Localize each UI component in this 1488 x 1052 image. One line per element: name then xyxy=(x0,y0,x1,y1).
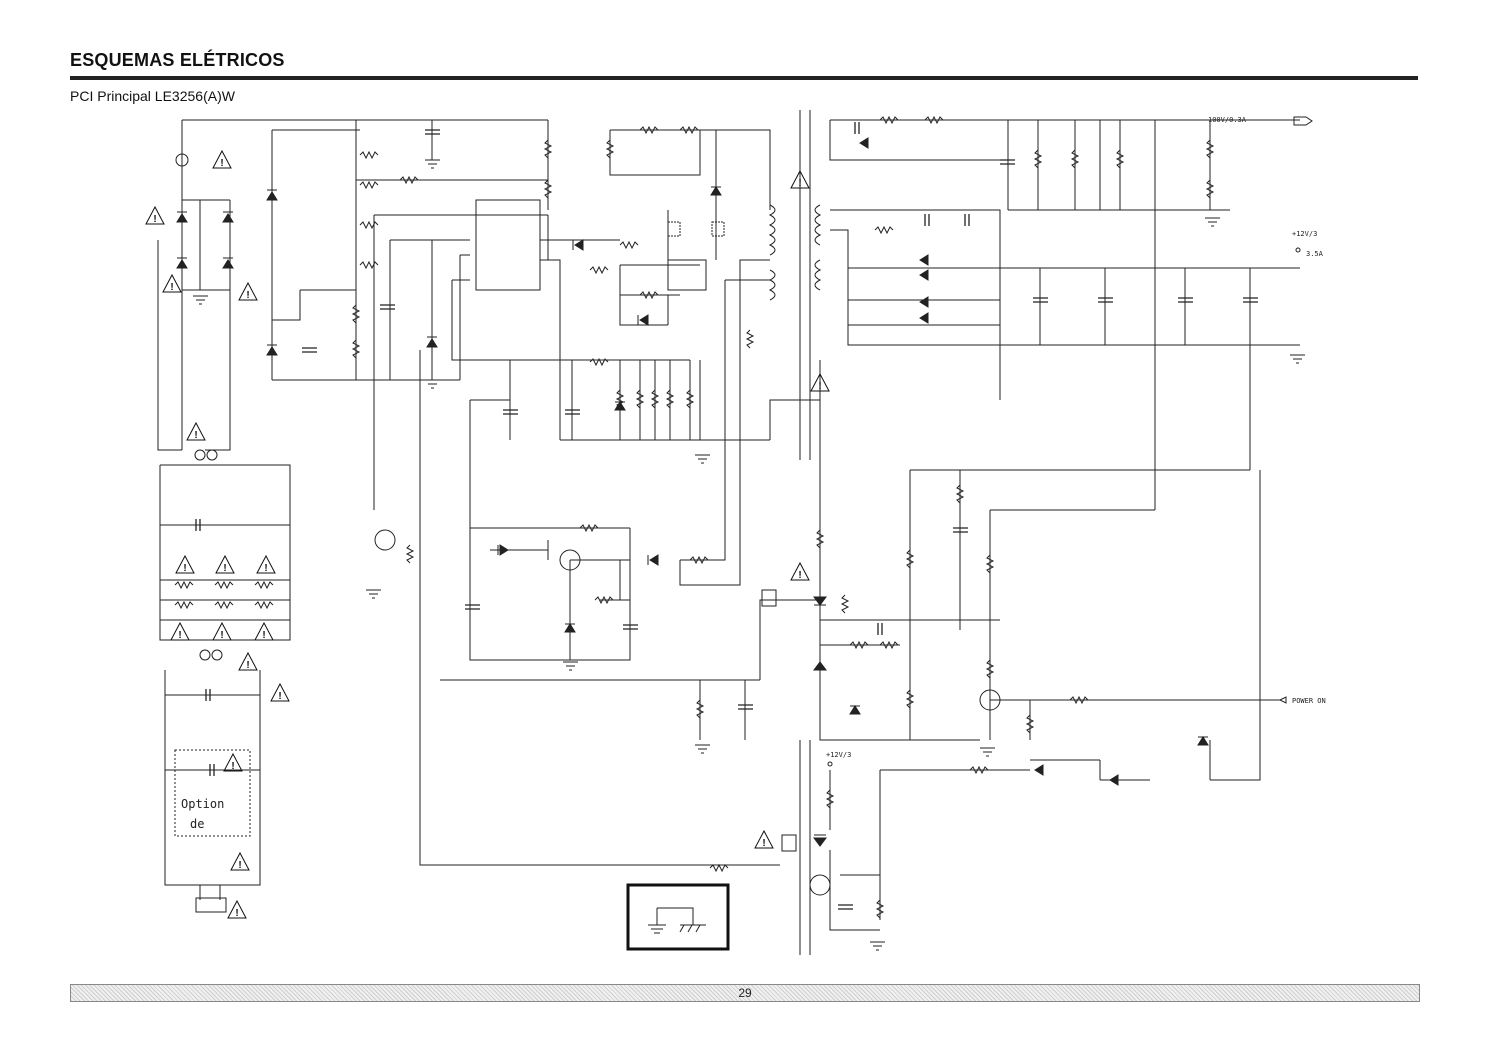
svg-text:!: ! xyxy=(223,563,226,574)
svg-text:!: ! xyxy=(235,908,238,919)
svg-text:!: ! xyxy=(798,570,801,581)
svg-text:!: ! xyxy=(178,630,181,641)
svg-text:!: ! xyxy=(170,282,173,293)
warning-triangle-icon: ! xyxy=(170,621,190,641)
warning-triangle-icon: ! xyxy=(175,554,195,574)
warning-triangle-icon: ! xyxy=(238,651,258,671)
warning-triangle-icon: ! xyxy=(186,421,206,441)
diodes xyxy=(176,137,1209,847)
warning-triangle-icon: ! xyxy=(270,682,290,702)
svg-text:!: ! xyxy=(220,158,223,169)
ic-boxes xyxy=(174,153,1001,913)
warning-triangle-icon: ! xyxy=(162,273,182,293)
svg-text:!: ! xyxy=(183,563,186,574)
svg-text:!: ! xyxy=(262,630,265,641)
output-12v-net-label: +12V/3 xyxy=(1292,230,1317,238)
warning-triangle-icon: ! xyxy=(790,561,810,581)
output-12v-current-label: 3.5A xyxy=(1306,250,1324,258)
warning-triangle-icon: ! xyxy=(230,851,250,871)
warning-triangle-icon: ! xyxy=(227,899,247,919)
option-note-line1: Option xyxy=(181,797,224,811)
warning-triangle-icon: ! xyxy=(145,205,165,225)
warning-triangle-icon: ! xyxy=(215,554,235,574)
ground-legend-box xyxy=(626,883,730,951)
svg-text:!: ! xyxy=(246,660,249,671)
svg-text:!: ! xyxy=(798,178,801,189)
option-note-line2: de xyxy=(190,817,204,831)
warning-triangle-icon: ! xyxy=(223,752,243,772)
warning-triangle-icon: ! xyxy=(754,829,774,849)
resistors xyxy=(174,115,1215,919)
svg-text:!: ! xyxy=(220,630,223,641)
svg-text:!: ! xyxy=(246,290,249,301)
output-100v-label: 100V/0.3A xyxy=(1208,116,1247,124)
page-number: 29 xyxy=(738,986,752,1000)
warning-triangle-icon: ! xyxy=(254,621,274,641)
svg-text:!: ! xyxy=(818,381,821,392)
ground-icon xyxy=(193,159,1305,951)
warning-triangle-icon: ! xyxy=(212,621,232,641)
footer-bar: 29 xyxy=(70,984,1420,1002)
warning-triangle-icon: ! xyxy=(238,281,258,301)
page-title: ESQUEMAS ELÉTRICOS xyxy=(70,50,285,70)
warning-triangle-icon: ! xyxy=(256,554,276,574)
title-rule xyxy=(70,76,1418,80)
power-on-arrow-icon xyxy=(1278,696,1287,704)
svg-text:!: ! xyxy=(153,214,156,225)
output-12v-sense-label: +12V/3 xyxy=(826,751,851,759)
svg-text:!: ! xyxy=(238,860,241,871)
svg-text:!: ! xyxy=(231,761,234,772)
svg-text:!: ! xyxy=(762,838,765,849)
schematic-labels: 100V/0.3A +12V/3 3.5A +12V/3 POWER ON Op… xyxy=(181,116,1326,831)
warning-triangles: ! ! ! ! ! ! ! ! ! ! ! ! ! ! ! ! ! ! ! ! xyxy=(145,149,830,919)
warning-triangle-icon: ! xyxy=(212,149,232,169)
svg-text:!: ! xyxy=(194,430,197,441)
capacitors xyxy=(195,122,1258,910)
svg-text:!: ! xyxy=(278,691,281,702)
schematic-wires xyxy=(157,110,1300,955)
output-connector-icon xyxy=(1293,116,1313,126)
svg-text:!: ! xyxy=(264,563,267,574)
warning-triangle-icon: ! xyxy=(810,372,830,392)
page-subtitle: PCI Principal LE3256(A)W xyxy=(70,88,235,104)
warning-triangle-icon: ! xyxy=(790,169,810,189)
power-on-label: POWER ON xyxy=(1292,697,1326,705)
